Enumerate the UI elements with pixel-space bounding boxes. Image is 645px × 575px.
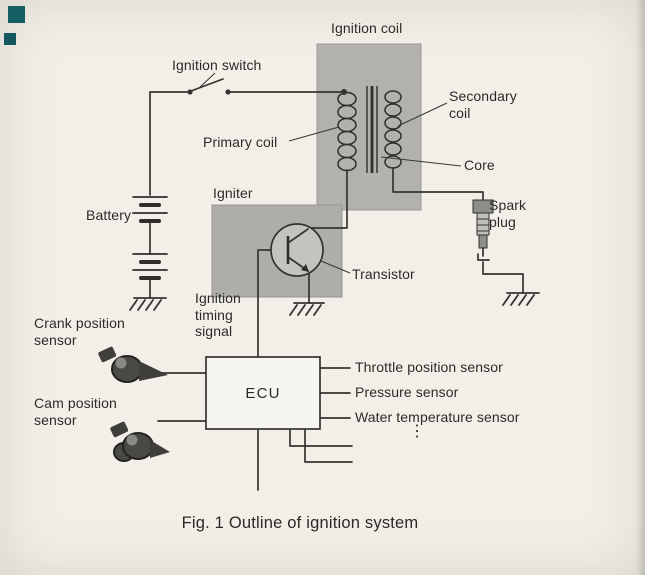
primary-coil-icon xyxy=(337,91,357,172)
transistor-label: Transistor xyxy=(352,266,415,282)
wiring xyxy=(149,91,524,491)
more-sensors-ellipsis: ⋮ xyxy=(409,423,425,440)
pressure-sensor-label: Pressure sensor xyxy=(355,384,459,400)
ecu-box xyxy=(205,356,321,430)
transistor-icon xyxy=(270,223,324,277)
ignition-switch-icon xyxy=(187,78,231,95)
battery-icon xyxy=(132,196,168,280)
primary-coil-label: Primary coil xyxy=(203,134,278,150)
page-corner-marks xyxy=(4,6,25,45)
water-temperature-sensor-label: Water temperature sensor xyxy=(355,409,520,425)
cam-position-sensor-label: Cam position sensor xyxy=(34,395,117,428)
figure-caption: Fig. 1 Outline of ignition system xyxy=(181,514,419,532)
crank-position-sensor-label: Crank position sensor xyxy=(34,315,125,348)
ignition-timing-signal-label: Ignition timing signal xyxy=(195,290,241,340)
battery-label: Battery xyxy=(86,207,132,223)
spark-plug-label: Spark plug xyxy=(489,197,527,230)
battery-ground-icon xyxy=(129,297,167,311)
igniter-label: Igniter xyxy=(213,185,253,201)
secondary-coil-label: Secondary coil xyxy=(449,88,517,121)
ignition-coil-label: Ignition coil xyxy=(331,20,403,36)
spark-plug-ground-icon xyxy=(502,292,540,306)
cam-position-sensor-icon xyxy=(110,421,170,462)
core-label: Core xyxy=(464,157,495,173)
ignition-coil-box xyxy=(316,43,422,211)
spark-plug-icon xyxy=(472,199,494,261)
core-icon xyxy=(366,86,378,173)
leader-lines xyxy=(198,72,462,274)
scan-edge-shadow xyxy=(636,0,645,575)
igniter-ground-icon xyxy=(289,302,325,316)
throttle-position-sensor-label: Throttle position sensor xyxy=(355,359,503,375)
junction-dot xyxy=(341,89,347,95)
secondary-coil-icon xyxy=(384,90,402,169)
ignition-switch-label: Ignition switch xyxy=(172,57,262,73)
ecu-label: ECU xyxy=(245,384,281,402)
crank-position-sensor-icon xyxy=(98,346,168,383)
